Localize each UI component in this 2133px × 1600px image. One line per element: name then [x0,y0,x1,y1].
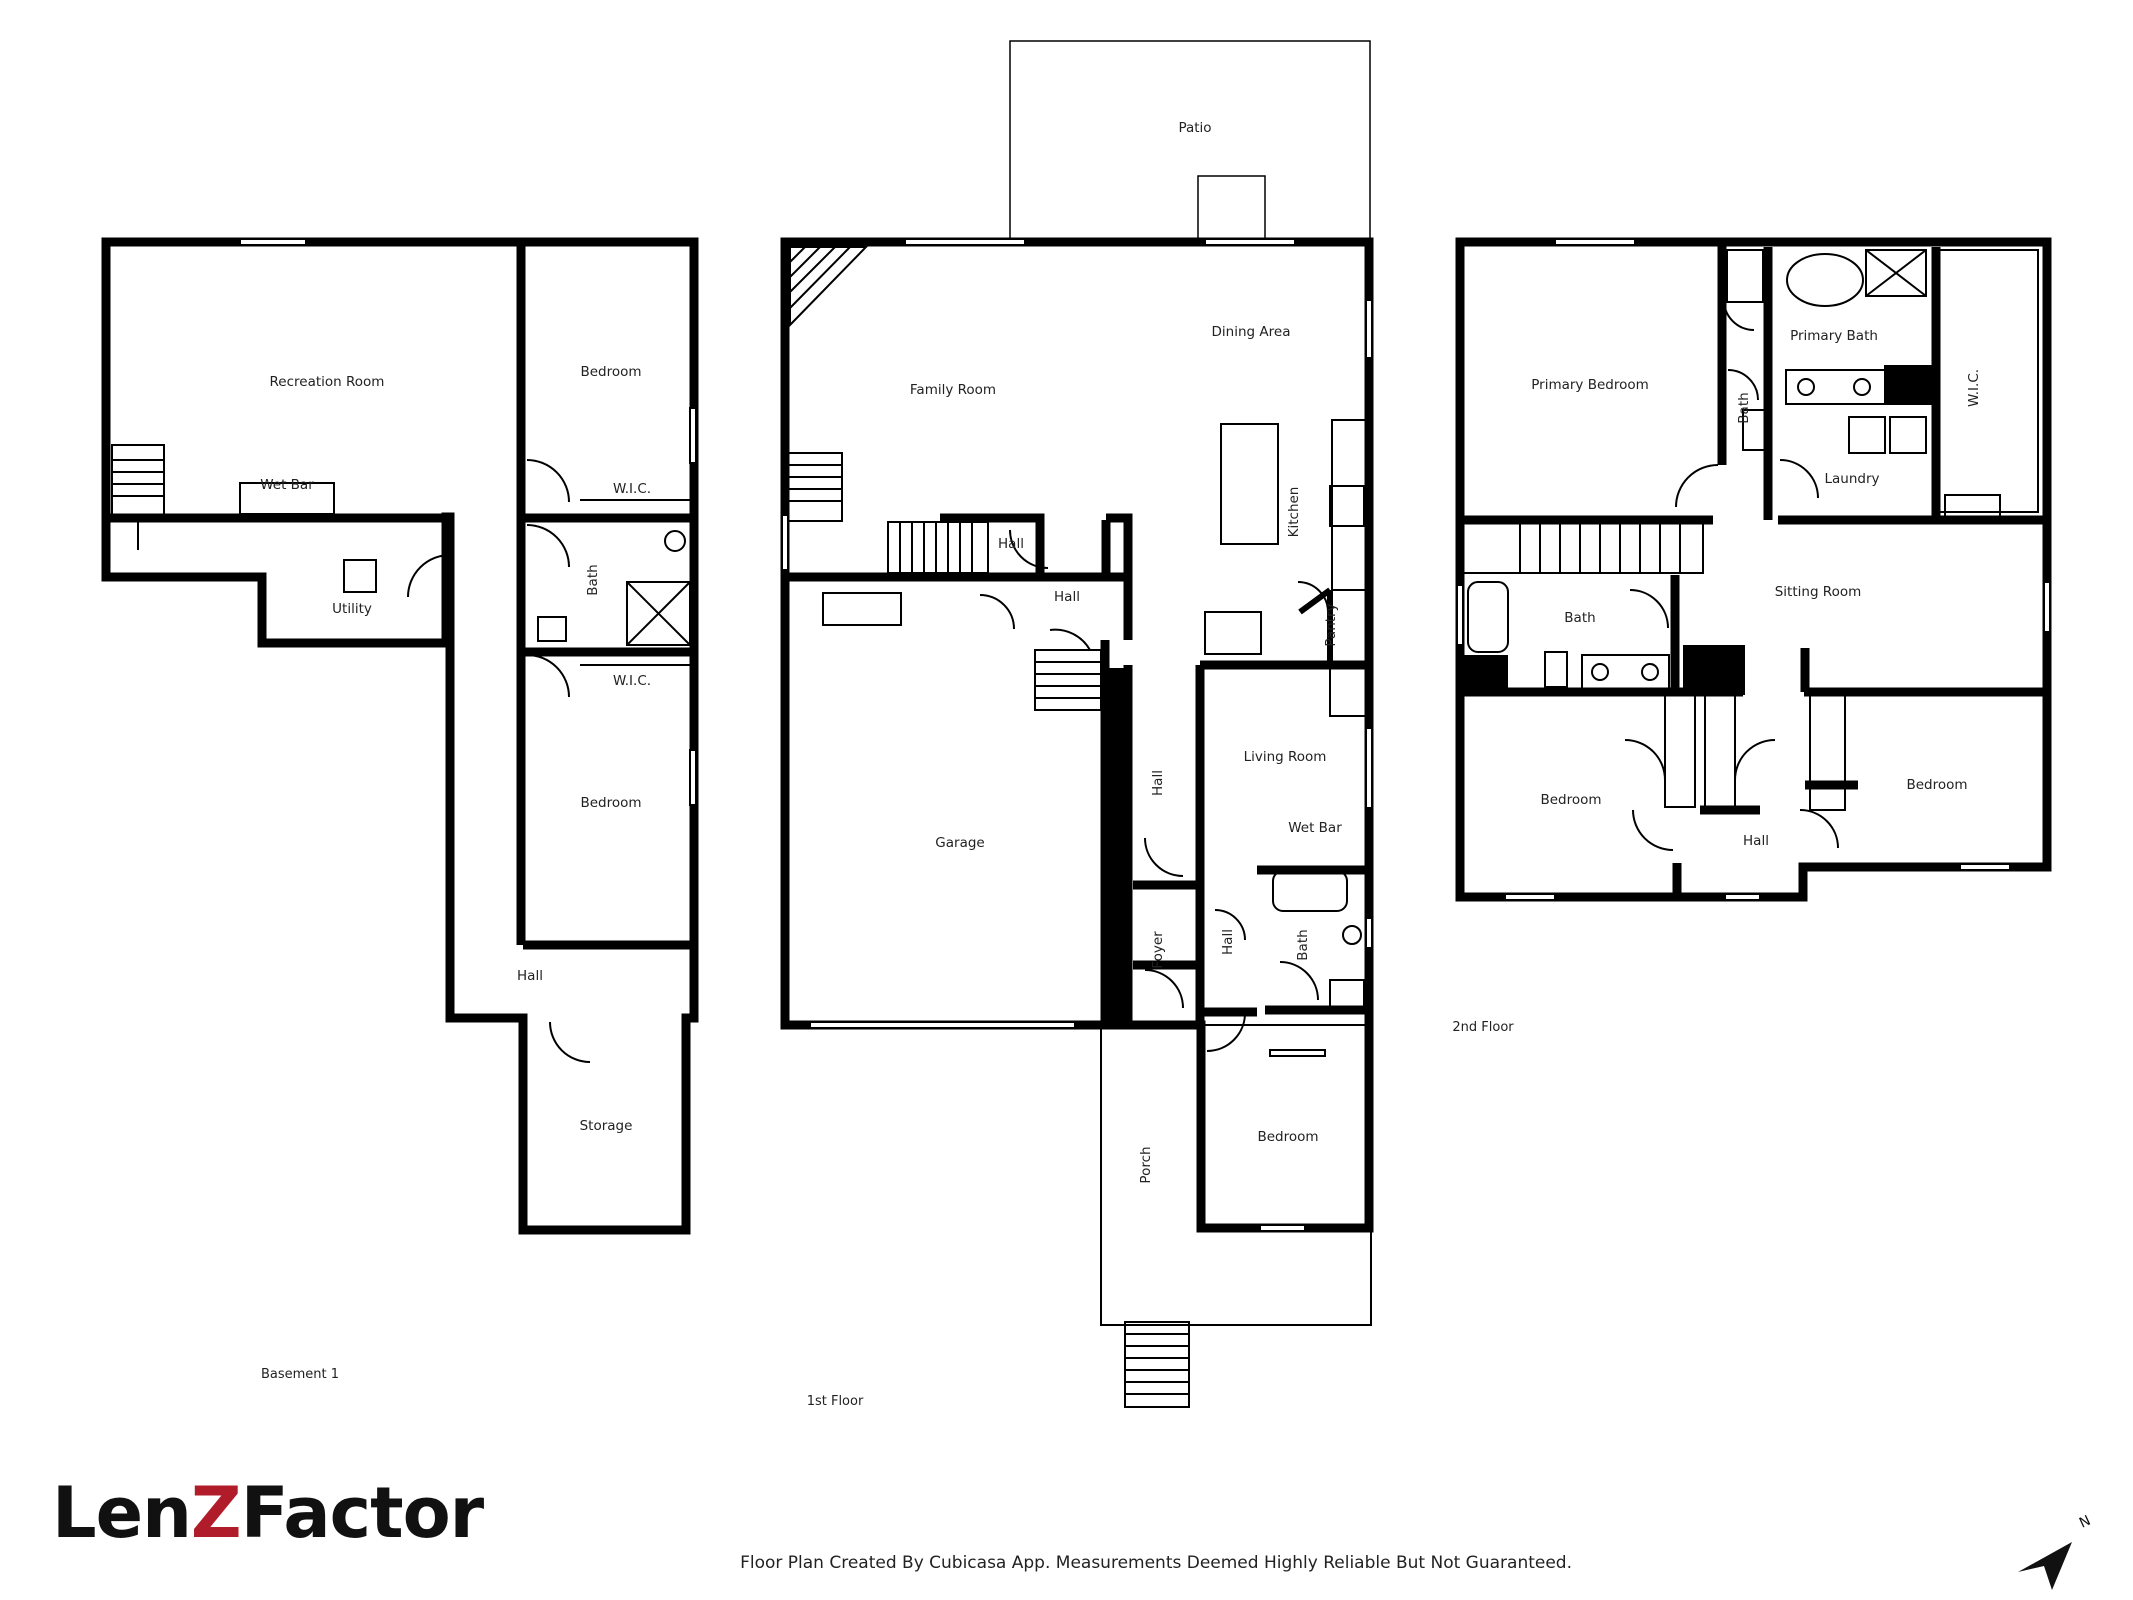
label-storage: Storage [580,1118,633,1134]
label-primary-bath: Primary Bath [1790,328,1878,344]
basement-outer-wall [101,237,699,1235]
label-bedroom-first: Bedroom [1257,1129,1318,1145]
first-outer-wall [780,237,1374,1233]
label-wet-bar-first: Wet Bar [1288,820,1342,836]
first-interior-walls [780,513,1366,1025]
basement-floor [101,237,699,1235]
label-porch: Porch [1138,1146,1154,1183]
first-floor [780,40,1374,1408]
label-wic-basement-top: W.I.C. [613,481,651,497]
label-primary-bedroom: Primary Bedroom [1531,377,1649,393]
logo-text-part2: Z [190,1472,242,1554]
compass-n-label: N [2077,1513,2093,1532]
label-laundry: Laundry [1824,471,1879,487]
basement-interior-walls [106,245,690,950]
label-bedroom-second-left: Bedroom [1540,792,1601,808]
label-bedroom-basement-top: Bedroom [580,364,641,380]
label-utility: Utility [332,601,372,617]
second-interior-walls [1460,245,2045,897]
label-hall-first-a: Hall [998,536,1024,552]
label-bedroom-second-right: Bedroom [1906,777,1967,793]
label-hall-first-b: Hall [1054,589,1080,605]
company-logo: LenZFactor [52,1478,484,1548]
label-bath-small: Bath [1736,392,1752,423]
disclaimer-text: Floor Plan Created By Cubicasa App. Meas… [740,1553,1572,1573]
label-kitchen: Kitchen [1286,487,1302,538]
label-hall-basement: Hall [517,968,543,984]
label-hall-first-d: Hall [1220,929,1236,955]
label-hall-second: Hall [1743,833,1769,849]
label-family-room: Family Room [910,382,996,398]
label-bath-basement: Bath [585,564,601,595]
second-floor [1455,237,2052,902]
second-outer-wall [1455,237,2052,902]
logo-text-part1: Len [52,1472,192,1554]
label-wet-bar-basement: Wet Bar [260,477,314,493]
label-pantry: Pantry [1323,603,1339,646]
label-foyer: Foyer [1150,931,1166,969]
floor-title-second: 2nd Floor [1452,1020,1514,1035]
label-wic-basement-bottom: W.I.C. [613,673,651,689]
patio-outline [1009,40,1371,242]
label-dining-area: Dining Area [1212,324,1291,340]
label-patio: Patio [1178,120,1211,136]
logo-text-part3: Factor [240,1472,485,1554]
label-garage: Garage [935,835,984,851]
label-recreation-room: Recreation Room [270,374,385,390]
north-arrow-icon: N [2018,1513,2093,1590]
floor-title-first: 1st Floor [807,1394,864,1409]
label-sitting-room: Sitting Room [1775,584,1862,600]
label-wic-second: W.I.C. [1966,369,1982,407]
label-bath-first: Bath [1295,929,1311,960]
label-bath-second: Bath [1564,610,1595,626]
label-hall-first-c: Hall [1150,770,1166,796]
label-bedroom-basement-bottom: Bedroom [580,795,641,811]
label-living-room: Living Room [1244,749,1327,765]
floor-title-basement: Basement 1 [261,1367,339,1382]
